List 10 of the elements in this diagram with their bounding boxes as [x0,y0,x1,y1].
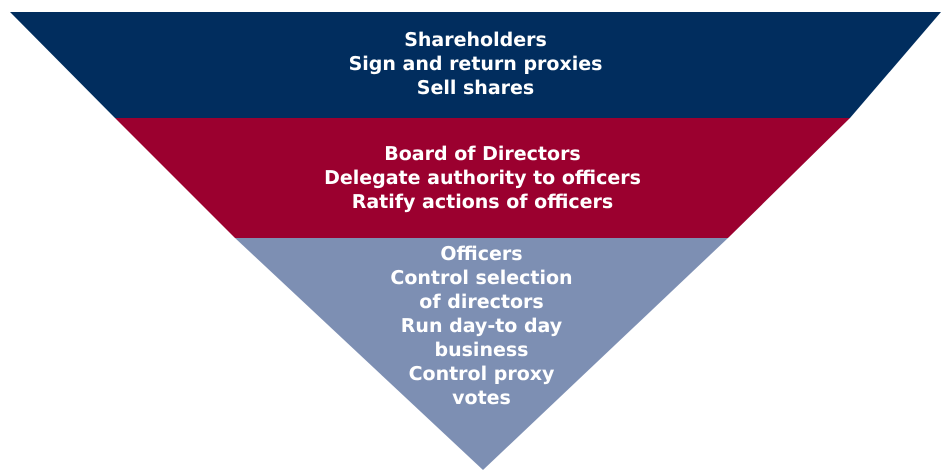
tier-item-text: Delegate authority to officers [324,166,641,190]
tier-item-text: Run day-to day business [400,314,564,362]
tier-item-text: Control proxy votes [408,362,556,410]
tier-item-text: Sell shares [416,76,534,100]
tier-item-text: Sign and return proxies [348,52,602,76]
tier-item-text: Control selection of directors [389,266,574,314]
tier-heading: Officers [439,242,524,266]
tier-item-text: Ratify actions of officers [352,190,614,214]
tier-heading: Shareholders [404,28,547,52]
tier-heading: Board of Directors [384,142,581,166]
